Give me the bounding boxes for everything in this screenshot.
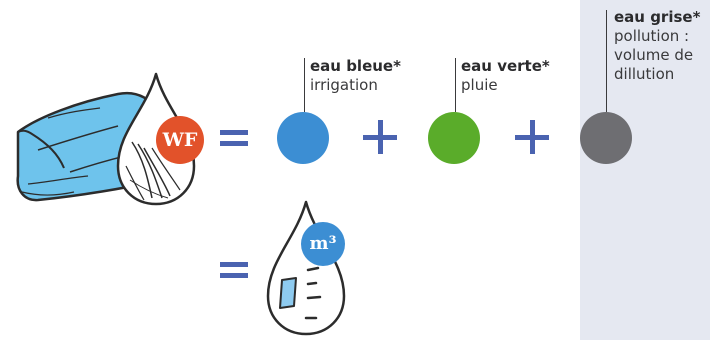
plus-sign-1 — [363, 120, 397, 154]
blue-water-circle — [277, 112, 329, 164]
grey-water-desc-3: dillution — [614, 65, 675, 83]
green-water-circle — [428, 112, 480, 164]
blue-label-line — [304, 58, 305, 112]
grey-water-panel — [580, 0, 710, 340]
grey-water-label: eau grise* pollution : volume de dilluti… — [614, 8, 700, 84]
equals-sign-1 — [220, 130, 248, 146]
blue-water-desc: irrigation — [310, 76, 378, 94]
grey-water-desc-1: pollution : — [614, 27, 690, 45]
green-water-label: eau verte* pluie — [461, 57, 550, 95]
green-water-title: eau verte* — [461, 57, 550, 75]
wf-badge: WF — [156, 116, 204, 164]
grey-water-title: eau grise* — [614, 8, 701, 26]
grey-water-circle — [580, 112, 632, 164]
measuring-drop-icon — [266, 200, 346, 336]
equals-sign-2 — [220, 262, 248, 278]
green-label-line — [455, 58, 456, 112]
grey-label-line — [606, 10, 607, 112]
blue-water-label: eau bleue* irrigation — [310, 57, 401, 95]
m3-badge: m³ — [301, 222, 345, 266]
blue-water-title: eau bleue* — [310, 57, 401, 75]
plus-sign-2 — [515, 120, 549, 154]
grey-water-desc-2: volume de — [614, 46, 694, 64]
green-water-desc: pluie — [461, 76, 498, 94]
